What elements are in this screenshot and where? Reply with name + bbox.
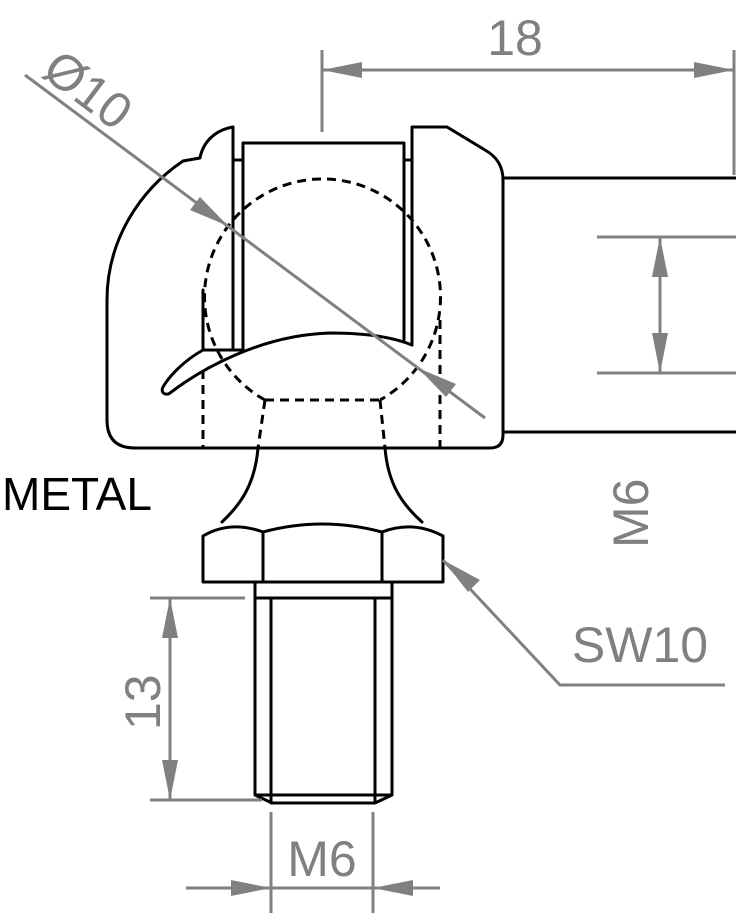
threaded-stud xyxy=(253,580,394,805)
dim-13-label: 13 xyxy=(115,674,171,730)
dimension-13: 13 xyxy=(115,596,262,802)
material-label: METAL xyxy=(2,468,152,520)
pin xyxy=(241,141,406,352)
lug-step xyxy=(201,288,245,352)
dimension-socket-thread: M6 xyxy=(597,235,736,548)
dimension-18: 18 xyxy=(320,10,736,175)
spring-clip xyxy=(160,331,414,396)
dim-socket-thread-label: M6 xyxy=(603,479,659,548)
dimension-ball-diameter: Ø10 xyxy=(24,39,486,420)
socket-body-outline xyxy=(105,125,505,450)
dim-sw10-label: SW10 xyxy=(572,617,708,673)
dimension-stud-thread: M6 xyxy=(186,812,440,913)
dim-stud-thread-label: M6 xyxy=(287,831,356,887)
hex-nut xyxy=(201,522,445,584)
threaded-socket xyxy=(501,176,736,434)
hidden-ball xyxy=(203,177,442,402)
dimension-wrench-size: SW10 xyxy=(441,558,725,687)
neck xyxy=(220,446,424,524)
dim-diameter-label: Ø10 xyxy=(33,39,142,141)
dim-18-label: 18 xyxy=(487,10,543,66)
